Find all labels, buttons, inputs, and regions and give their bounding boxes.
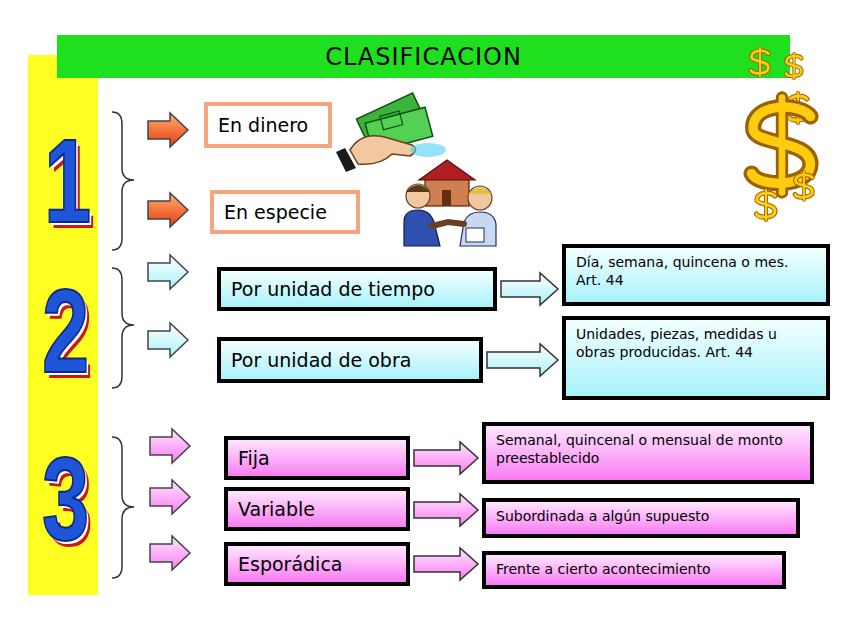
- diagram-title: CLASIFICACION: [57, 35, 790, 78]
- box-text: Subordinada a algún supuesto: [496, 508, 709, 526]
- type-box: Por unidad de obra: [217, 337, 483, 383]
- yellow-band: [28, 55, 98, 595]
- box-text: Fija: [238, 447, 270, 469]
- box-text: En dinero: [218, 114, 308, 136]
- detail-box: Subordinada a algún supuesto: [482, 498, 800, 538]
- block-arrow-connector: [501, 273, 558, 305]
- money-box: En dinero: [204, 102, 332, 148]
- block-arrow-connector: [414, 548, 478, 580]
- box-text: Por unidad de tiempo: [231, 278, 435, 300]
- box-text: Frente a cierto acontecimiento: [496, 561, 710, 579]
- box-text: Semanal, quincenal o mensual de monto pr…: [496, 432, 800, 467]
- section-number: 2: [42, 272, 89, 390]
- box-text: Variable: [238, 498, 315, 520]
- block-arrow-connector: [414, 494, 478, 526]
- title-bar: [57, 35, 790, 78]
- block-arrow-connector: [414, 442, 478, 474]
- detail-box: Día, semana, quincena o mes. Art. 44: [562, 244, 830, 306]
- section-number: 1: [44, 122, 91, 240]
- type-box: Esporádica: [224, 542, 410, 586]
- box-text: En especie: [224, 201, 327, 223]
- detail-box: Semanal, quincenal o mensual de monto pr…: [482, 422, 814, 484]
- box-text: Esporádica: [238, 553, 342, 575]
- braces: [112, 112, 134, 578]
- dollar-signs: [751, 48, 812, 220]
- money-clipart: [336, 93, 446, 172]
- handshake-clipart: [404, 160, 496, 246]
- box-text: Día, semana, quincena o mes. Art. 44: [576, 254, 816, 289]
- type-box: Fija: [224, 436, 410, 480]
- money-box: En especie: [210, 190, 360, 234]
- box-text: Unidades, piezas, medidas u obras produc…: [576, 326, 816, 361]
- type-box: Variable: [224, 487, 410, 531]
- detail-box: Unidades, piezas, medidas u obras produc…: [562, 316, 830, 400]
- box-text: Por unidad de obra: [231, 349, 411, 371]
- type-box: Por unidad de tiempo: [217, 267, 497, 311]
- block-arrow-connector: [487, 344, 558, 376]
- block-arrows: [148, 113, 190, 570]
- section-number: 3: [42, 440, 89, 558]
- detail-box: Frente a cierto acontecimiento: [482, 551, 786, 589]
